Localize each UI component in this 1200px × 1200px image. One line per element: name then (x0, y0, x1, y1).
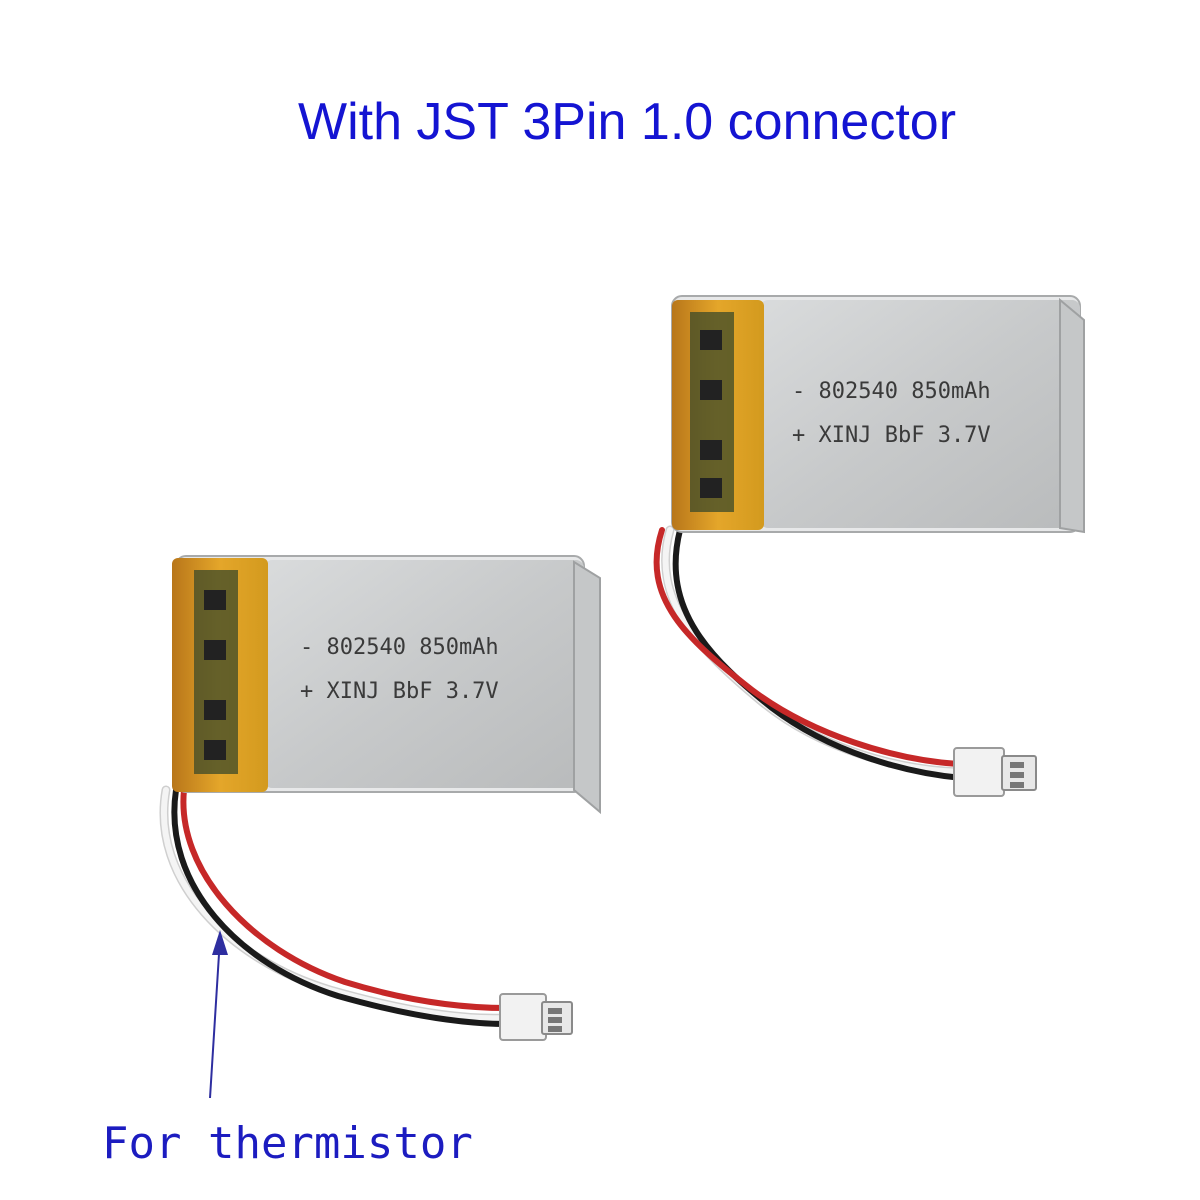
cell-label-line1: - 802540 850mAh (792, 379, 991, 404)
battery-right: - 802540 850mAh + XINJ BbF 3.7V (653, 295, 1085, 797)
battery-left: - 802540 850mAh + XINJ BbF 3.7V (159, 555, 601, 1041)
thermistor-caption: For thermistor (102, 1118, 473, 1169)
cell-body-right (760, 300, 1080, 528)
jst-connector-left (499, 993, 573, 1041)
cell-label-line2: + XINJ BbF 3.7V (300, 679, 499, 704)
headline: With JST 3Pin 1.0 connector (297, 93, 957, 151)
cell-label-line2: + XINJ BbF 3.7V (792, 423, 991, 448)
wire-bundle-left (159, 785, 511, 1027)
cell-label-line1: - 802540 850mAh (300, 635, 499, 660)
jst-connector-right (953, 747, 1037, 797)
cell-body-left (264, 560, 584, 788)
wire-bundle-right (653, 525, 965, 781)
thermistor-arrow (209, 930, 228, 1099)
